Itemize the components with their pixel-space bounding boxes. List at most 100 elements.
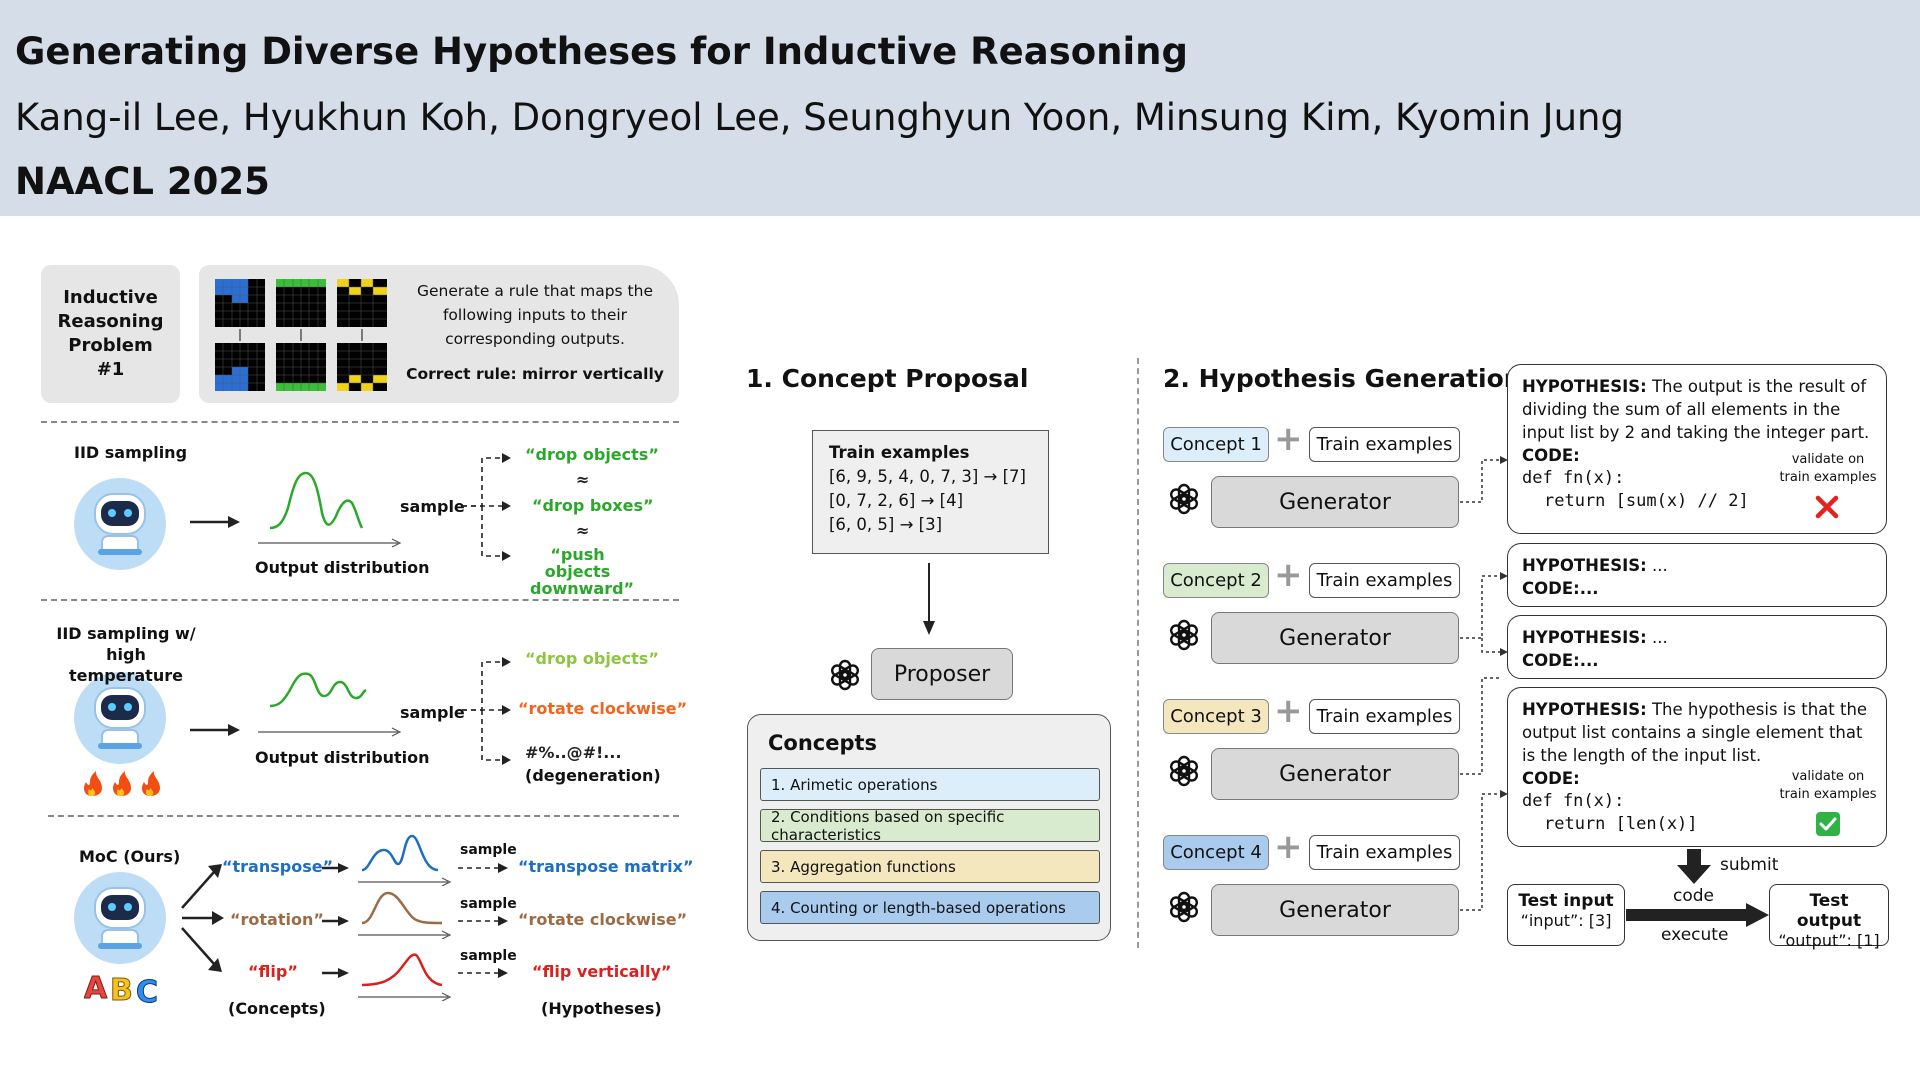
concept-tag-1: Concept 1 <box>1163 427 1269 462</box>
sample-label: sample <box>400 497 465 516</box>
plus-sign: + <box>1274 555 1303 595</box>
hypothesis-rotate: “rotate clockwise” <box>518 910 688 929</box>
execute-label: execute <box>1661 925 1729 945</box>
output-distribution-curve <box>258 672 402 737</box>
concept-item-3: 3. Aggregation functions <box>760 850 1100 883</box>
arc-grid-examples <box>215 279 387 391</box>
svg-text:A: A <box>84 971 108 1006</box>
hypothesis-generation-title: 2. Hypothesis Generation <box>1163 364 1522 393</box>
submit-arrow <box>1677 849 1711 884</box>
plus-sign: + <box>1274 419 1303 459</box>
train-example-line: [6, 0, 5] → [3] <box>829 515 943 534</box>
arrow <box>190 724 240 736</box>
dashed-arrow <box>458 916 508 926</box>
generator-box: Generator <box>1211 884 1459 936</box>
iid-output-2: “drop boxes” <box>532 496 654 515</box>
concept-item-4: 4. Counting or length-based operations <box>760 891 1100 924</box>
hypothesis-card-2: HYPOTHESIS: ... CODE:... <box>1507 543 1887 607</box>
plus-sign: + <box>1274 827 1303 867</box>
test-output-title: Test output <box>1796 891 1862 931</box>
section-divider <box>1137 358 1139 948</box>
validate-label: validate on train examples <box>1779 769 1877 802</box>
train-example-line: [0, 7, 2, 6] → [4] <box>829 491 964 510</box>
approx-sign: ≈ <box>576 470 590 489</box>
test-output-box: Test output “output”: [1] <box>1769 884 1889 950</box>
venue-label: NAACL 2025 <box>15 160 270 203</box>
temp-output-3: #%..@#!... <box>525 743 622 762</box>
concept-tag-4: Concept 4 <box>1163 835 1269 870</box>
execute-arrow <box>1626 903 1769 927</box>
iid-output-1: “drop objects” <box>525 445 659 464</box>
sample-label: sample <box>460 948 517 964</box>
robot-icon <box>74 872 166 964</box>
hypotheses-caption: (Hypotheses) <box>541 999 662 1018</box>
svg-text:B: B <box>110 973 133 1006</box>
code-line: return [sum(x) // 2] <box>1544 491 1749 511</box>
train-example-line: [6, 9, 5, 4, 0, 7, 3] → [7] <box>829 467 1026 486</box>
concept-distribution-curve <box>358 953 452 1001</box>
iid-output-3: “push objects downward” <box>530 545 635 598</box>
hypothesis-card-4: HYPOTHESIS: The hypothesis is that the o… <box>1507 687 1887 847</box>
arrow <box>322 968 349 978</box>
concept-tag-3: Concept 3 <box>1163 699 1269 734</box>
test-input-value: “input”: [3] <box>1520 911 1612 930</box>
sample-arrows <box>462 657 511 765</box>
train-examples-title: Train examples <box>829 443 970 462</box>
generator-box: Generator <box>1211 612 1459 664</box>
openai-logo-icon <box>1167 890 1201 928</box>
arrow <box>322 916 349 926</box>
train-examples-tag: Train examples <box>1309 563 1460 598</box>
concept-tag-2: Concept 2 <box>1163 563 1269 598</box>
svg-text:C: C <box>136 975 158 1006</box>
hypothesis-card-3: HYPOTHESIS: ... CODE:... <box>1507 615 1887 679</box>
iid-temp-title: IID sampling w/ high temperature <box>56 624 196 685</box>
concept-distribution-curve <box>358 834 452 886</box>
train-examples-tag: Train examples <box>1309 427 1460 462</box>
hypothesis-text: The output is the result of dividing the… <box>1522 377 1870 442</box>
openai-logo-icon <box>1167 618 1201 656</box>
output-distribution-label: Output distribution <box>255 748 430 767</box>
fire-icon <box>84 771 160 796</box>
concept-item-1: 1. Arimetic operations <box>760 768 1100 801</box>
dashed-arrow <box>458 863 508 873</box>
concept-flip: “flip” <box>248 962 298 981</box>
connector-lines <box>1460 456 1508 911</box>
sample-arrows <box>462 453 511 561</box>
problem-box: Generate a rule that maps the following … <box>199 265 679 403</box>
hypothesis-flip: “flip vertically” <box>532 962 672 981</box>
problem-prompt: Generate a rule that maps the following … <box>417 282 653 348</box>
proposer-box: Proposer <box>871 648 1013 700</box>
validate-label: validate on train examples <box>1779 452 1877 485</box>
concept-transpose: “transpose” <box>222 857 334 876</box>
correct-rule: Correct rule: mirror vertically <box>406 365 664 383</box>
robot-icon <box>74 672 166 764</box>
check-icon <box>1816 812 1840 836</box>
moc-title: MoC (Ours) <box>79 847 181 866</box>
generator-box: Generator <box>1211 476 1459 528</box>
sample-label: sample <box>460 896 517 912</box>
openai-logo-icon <box>831 659 859 691</box>
header-banner: Generating Diverse Hypotheses for Induct… <box>0 0 1920 216</box>
test-input-box: Test input “input”: [3] <box>1507 884 1625 946</box>
proposer-label: Proposer <box>893 661 991 687</box>
generator-box: Generator <box>1211 748 1459 800</box>
temp-output-1: “drop objects” <box>525 649 659 668</box>
divider-2 <box>41 599 679 601</box>
code-line: def fn(x): <box>1522 468 1625 488</box>
hypothesis-text: The hypothesis is that the output list c… <box>1522 700 1868 765</box>
test-input-title: Test input <box>1518 891 1614 911</box>
hypothesis-transpose: “transpose matrix” <box>518 857 694 876</box>
code-key: CODE: <box>1522 446 1580 465</box>
train-examples-box: Train examples [6, 9, 5, 4, 0, 7, 3] → [… <box>812 430 1049 554</box>
robot-icon <box>74 478 166 570</box>
output-distribution-curve <box>258 471 402 548</box>
test-output-value: “output”: [1] <box>1778 931 1880 950</box>
abc-blocks-icon: A B C <box>84 971 159 1007</box>
concept-rotation: “rotation” <box>230 910 324 929</box>
openai-logo-icon <box>1167 482 1201 520</box>
iid-title: IID sampling <box>74 443 188 462</box>
concept-distribution-curve <box>358 891 452 939</box>
arrow <box>322 863 349 873</box>
train-examples-tag: Train examples <box>1309 699 1460 734</box>
openai-logo-icon <box>1167 754 1201 792</box>
